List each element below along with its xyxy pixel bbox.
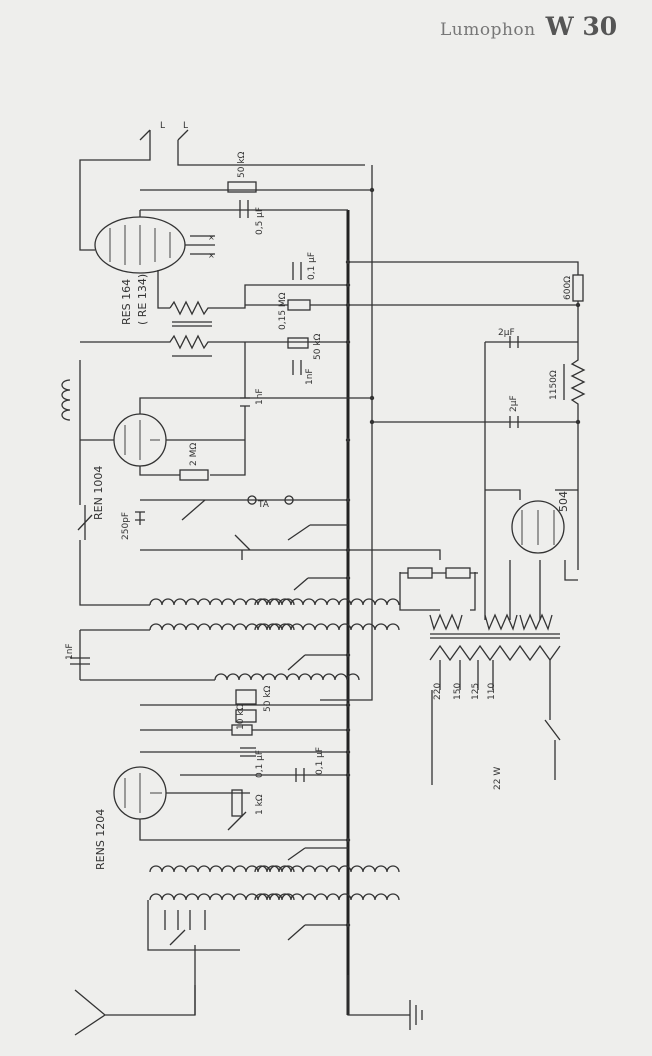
antenna-input (74, 985, 196, 1036)
switch-5 (287, 924, 348, 941)
label-1nf-coupling: 1nF (255, 388, 265, 405)
capacitor-01uf-c (180, 768, 348, 782)
label-2uf-bot: 2μF (509, 395, 519, 412)
capacitor-1nf-left (70, 629, 150, 680)
capacitor-01uf-a (292, 262, 302, 280)
terminal-label-left: L (160, 121, 165, 131)
label-10k: 10 kΩ (236, 703, 246, 730)
rf-coil-4a (149, 893, 295, 901)
capacitor-1nf-mid (292, 360, 302, 375)
resistor-600 (572, 274, 584, 302)
tap-110: 110 (487, 683, 497, 700)
capacitor-2uf-top (484, 336, 578, 490)
label-2uf-top: 2μF (498, 328, 515, 338)
label-600: 600Ω (563, 276, 573, 300)
mains-transformer (429, 613, 561, 690)
label-2m: 2 MΩ (189, 443, 199, 466)
label-01uf-c: 0,1 μF (315, 747, 325, 775)
label-1150: 1150Ω (549, 370, 559, 400)
tube-label-504: 504 (557, 491, 570, 512)
label-05uf: 0,5 μF (255, 207, 265, 235)
switch-3 (287, 654, 348, 671)
tuning-cap-mid (140, 534, 348, 560)
resistor-50k-lower (235, 689, 257, 705)
brand-label: Lumophon (440, 20, 536, 40)
title-block: Lumophon W 30 (440, 12, 617, 41)
label-1nf-mid: 1nF (305, 368, 315, 385)
label-1nf-left: 1nF (65, 643, 75, 660)
label-50k-top: 50 kΩ (237, 151, 247, 178)
label-250pf: 250pF (121, 512, 131, 540)
rf-coil-4b (254, 893, 400, 901)
rf-coil-1b (254, 598, 400, 606)
label-1k: 1 kΩ (255, 794, 265, 815)
switch-1 (287, 524, 348, 541)
band-switch (147, 900, 240, 951)
label-50k-lower: 50 kΩ (263, 685, 273, 712)
rectifier-tube (484, 489, 578, 620)
output-tube: × × (94, 210, 215, 274)
label-015m: 0,15 MΩ (278, 292, 288, 330)
rf-coil-3b (254, 865, 400, 873)
detector-tube (80, 397, 372, 467)
tap-150: 150 (453, 683, 463, 700)
rf-coil-1a (149, 598, 295, 606)
tap-220: 220 (433, 683, 443, 700)
tube-label-rens1204: RENS 1204 (94, 809, 107, 870)
resistor-1k (231, 789, 243, 817)
capacitor-250pf (135, 499, 348, 525)
model-label: W 30 (545, 12, 618, 41)
rf-coil-3a (149, 865, 295, 873)
tube-label-ren1004: REN 1004 (92, 466, 105, 520)
heater-divider (348, 549, 476, 611)
ta-switch (181, 495, 294, 521)
grid-resistor-2 (80, 334, 348, 350)
tuning-cap-left (77, 505, 93, 540)
ground-symbol (347, 975, 423, 1030)
grid-resistor-1 (157, 270, 348, 316)
mains-switch (431, 660, 561, 785)
capacitor-2uf-bot (372, 416, 579, 570)
resistor-10k (235, 709, 257, 723)
label-01uf-a: 0,1 μF (307, 252, 317, 280)
coupling-coil (214, 673, 360, 681)
label-ta: TA (257, 500, 270, 510)
resistor-015m (287, 299, 311, 311)
terminal-label-right: L (183, 121, 188, 131)
plus-rail (320, 165, 373, 701)
tube-label-re134: ( RE 134) (136, 274, 149, 325)
resistor-1150 (570, 342, 586, 422)
tube-label-res164: RES 164 (120, 279, 133, 325)
label-01uf-b: 0,1 μF (255, 750, 265, 778)
speaker-terminals: L L (79, 121, 365, 251)
resistor-50k-mid (287, 337, 309, 349)
label-50k-mid: 50 kΩ (313, 333, 323, 360)
capacitor-05uf (239, 200, 249, 218)
rf-coil-2b (254, 623, 400, 631)
svg-text:×: × (208, 233, 215, 242)
iron-core-1 (172, 321, 212, 327)
audio-coil (61, 360, 81, 440)
rf-tube (113, 766, 348, 841)
resistor-50k-top (227, 181, 257, 193)
switch-4 (287, 847, 348, 861)
rf-coil-2a (149, 623, 295, 631)
capacitor-01uf-b (140, 747, 348, 757)
power-label: 22 W (493, 767, 503, 790)
resistor-2m (179, 469, 209, 481)
tap-125: 125 (471, 683, 481, 700)
capacitor-1nf-coupling (210, 342, 250, 476)
junction-dots (345, 187, 581, 928)
svg-text:×: × (208, 251, 215, 260)
switch-2 (293, 577, 348, 591)
